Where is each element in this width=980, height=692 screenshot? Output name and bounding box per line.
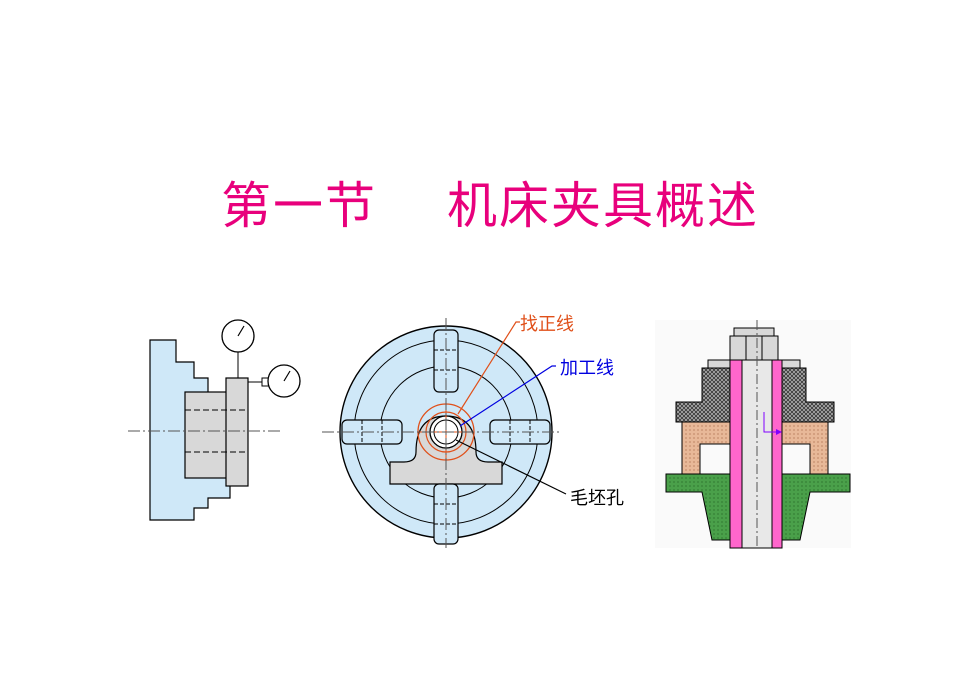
title-part1: 第一节 (221, 177, 377, 235)
label-blank-hole: 毛坯孔 (570, 488, 624, 509)
page-title: 第一节 机床夹具概述 (0, 166, 980, 238)
label-machining-line: 加工线 (560, 358, 614, 379)
mandrel-fixture-figure (655, 320, 851, 549)
four-jaw-chuck-figure (322, 318, 567, 548)
alignment-leader (457, 321, 520, 415)
title-part2: 机床夹具概述 (447, 177, 759, 235)
machining-leader (459, 365, 556, 427)
dial-alignment-figure (128, 319, 301, 521)
nut (729, 335, 779, 361)
workpiece (184, 391, 232, 479)
label-alignment-line: 找正线 (520, 314, 574, 335)
blank-hole-leader (455, 439, 567, 495)
workpiece-flange (225, 377, 249, 487)
